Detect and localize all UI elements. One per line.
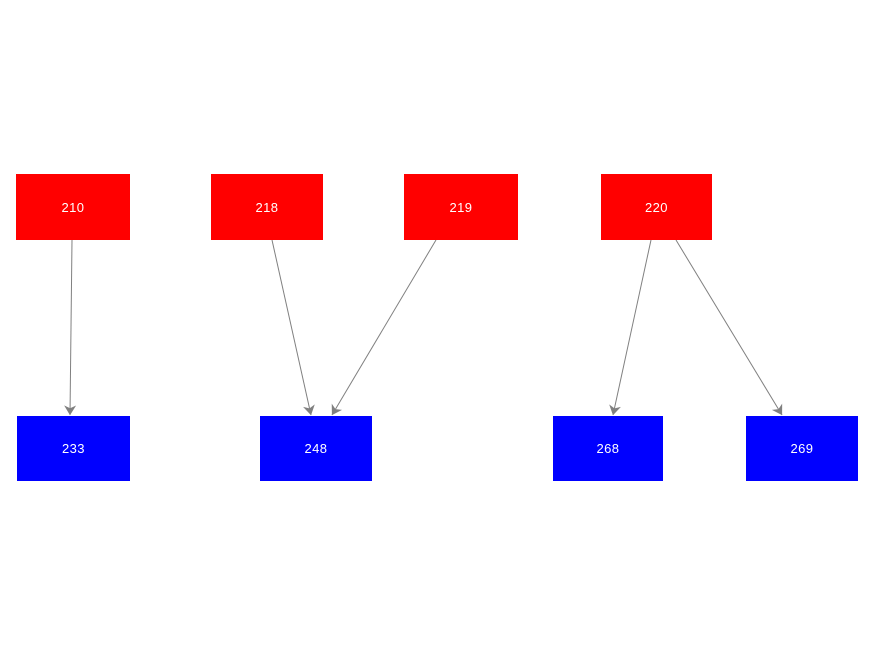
graph-node-218[interactable]: 218 <box>211 174 323 240</box>
graph-node-label: 269 <box>790 441 814 456</box>
graph-node-219[interactable]: 219 <box>404 174 518 240</box>
graph-node-label: 218 <box>255 199 279 215</box>
graph-node-label: 210 <box>61 199 85 215</box>
graph-node-label: 233 <box>62 441 85 456</box>
graph-node-label: 219 <box>449 199 473 215</box>
graph-edge-218-to-248[interactable] <box>271 239 315 416</box>
graph-node-233[interactable]: 233 <box>17 416 130 481</box>
graph-node-label: 220 <box>645 199 668 215</box>
graph-node-label: 268 <box>596 441 620 456</box>
graph-node-label: 248 <box>304 441 328 456</box>
graph-node-268[interactable]: 268 <box>553 416 663 481</box>
graph-node-248[interactable]: 248 <box>260 416 372 481</box>
graph-edge-210-to-233[interactable] <box>64 239 77 416</box>
edges-group <box>64 239 783 416</box>
graph-node-220[interactable]: 220 <box>601 174 712 240</box>
graph-node-269[interactable]: 269 <box>746 416 858 481</box>
graph-edge-220-to-269[interactable] <box>675 239 783 416</box>
graph-edge-220-to-268[interactable] <box>609 239 652 416</box>
graph-edge-219-to-248[interactable] <box>331 239 437 416</box>
graph-node-210[interactable]: 210 <box>16 174 130 240</box>
